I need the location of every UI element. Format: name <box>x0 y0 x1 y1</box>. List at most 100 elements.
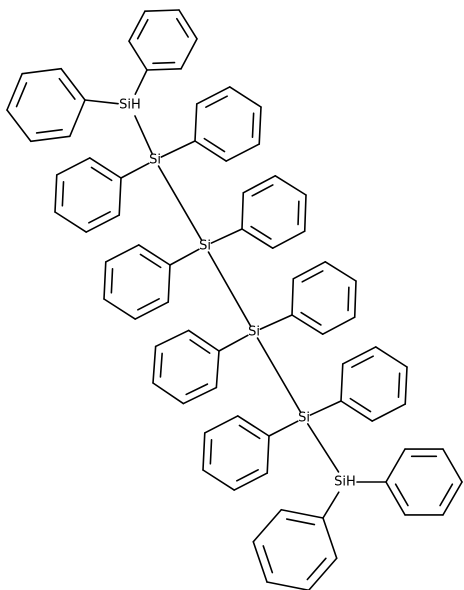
ring-bond <box>228 86 262 108</box>
ring-bond <box>341 346 377 365</box>
ring-double-bond <box>349 397 372 413</box>
ring-double-bond <box>176 17 189 38</box>
ring-bond <box>202 469 236 491</box>
ring-bond <box>324 260 357 282</box>
ring-bond <box>137 244 171 266</box>
ring-bond <box>144 9 180 12</box>
ring-bond <box>404 366 408 405</box>
ring-bond <box>266 581 310 590</box>
ring-bond <box>280 508 324 519</box>
ring-bond <box>194 103 198 142</box>
phenyl-ring <box>241 174 307 250</box>
atom-label-si1: SiH <box>119 98 141 113</box>
ring-bond <box>103 261 107 300</box>
ring-bond <box>54 174 58 213</box>
si-phenyl-bond <box>268 420 299 437</box>
phenyl-ring <box>291 260 357 336</box>
si-phenyl-bond <box>309 400 342 416</box>
ring-double-bond <box>262 545 274 574</box>
ring-bond <box>385 481 406 516</box>
si-phenyl-bond <box>134 69 148 96</box>
ring-double-bond <box>110 268 114 294</box>
ring-bond <box>252 508 283 543</box>
ring-double-bond <box>189 339 211 354</box>
ring-bond <box>321 316 356 336</box>
phenyl-ring <box>128 9 198 71</box>
ring-double-bond <box>251 184 274 197</box>
ring-bond <box>307 557 338 590</box>
ring-bond <box>353 280 357 319</box>
ring-bond <box>152 382 185 405</box>
ring-double-bond <box>136 18 149 40</box>
ring-bond <box>340 400 374 422</box>
ring-bond <box>258 106 262 145</box>
ring-double-bond <box>439 483 454 507</box>
ring-bond <box>442 481 463 516</box>
ring-bond <box>21 67 62 75</box>
ring-bond <box>374 346 408 368</box>
si-phenyl-bond <box>259 314 293 330</box>
ring-bond <box>187 329 220 352</box>
ring-bond <box>236 415 270 437</box>
ring-double-bond <box>152 61 176 65</box>
ring-bond <box>134 301 170 320</box>
si-si-bond <box>157 165 203 241</box>
ring-bond <box>85 214 121 233</box>
ring-double-bond <box>159 352 163 378</box>
ring-bond <box>291 314 324 336</box>
ring-bond <box>241 228 274 250</box>
ring-double-bond <box>15 82 28 108</box>
ring-double-bond <box>203 137 226 153</box>
si-phenyl-bond <box>120 162 150 179</box>
ring-double-bond <box>139 253 162 269</box>
si-si-bond <box>256 337 302 413</box>
ring-bond <box>104 244 140 263</box>
ring-bond <box>371 403 407 422</box>
atom-label-si5: Si <box>298 411 310 426</box>
ring-double-bond <box>185 383 209 396</box>
ring-bond <box>271 230 306 250</box>
ring-bond <box>55 157 91 176</box>
ring-bond <box>203 415 239 434</box>
ring-bond <box>54 211 88 233</box>
si-si-bond <box>306 423 340 473</box>
phenyl-ring <box>152 329 220 405</box>
ring-bond <box>103 298 137 320</box>
ring-bond <box>202 432 206 471</box>
ring-bond <box>303 194 307 233</box>
ring-double-bond <box>90 166 113 182</box>
atom-label-layer: SiH Si Si Si Si SiH <box>119 98 356 490</box>
ring-bond <box>322 517 338 560</box>
ring-double-bond <box>137 298 160 311</box>
ring-bond <box>30 135 71 143</box>
atom-label-si4: Si <box>248 325 260 340</box>
ring-bond <box>241 191 245 230</box>
atom-label-si3: Si <box>199 239 211 254</box>
si-phenyl-bond <box>84 99 119 105</box>
phenyl-ring <box>194 86 262 162</box>
phenyl-ring-layer <box>6 9 463 590</box>
ring-bond <box>242 174 277 194</box>
ring-bond <box>340 363 344 402</box>
ring-bond <box>180 38 198 70</box>
ring-double-bond <box>300 311 322 326</box>
ring-double-bond <box>394 483 409 507</box>
phenyl-ring <box>54 157 122 233</box>
ring-bond <box>182 386 218 405</box>
ring-double-bond <box>397 372 401 398</box>
si-phenyl-bond <box>160 140 196 158</box>
ring-bond <box>118 177 122 216</box>
ring-bond <box>167 264 171 303</box>
ring-bond <box>195 86 231 105</box>
si-si-bond <box>134 115 153 155</box>
phenyl-ring <box>202 415 270 491</box>
ring-bond <box>152 345 157 384</box>
ring-bond <box>194 140 228 162</box>
atom-label-si2: Si <box>149 153 161 168</box>
ring-double-bond <box>88 211 111 224</box>
ring-double-bond <box>205 95 228 108</box>
si-phenyl-bond <box>210 228 243 244</box>
ring-double-bond <box>251 112 255 138</box>
ring-bond <box>6 109 32 143</box>
